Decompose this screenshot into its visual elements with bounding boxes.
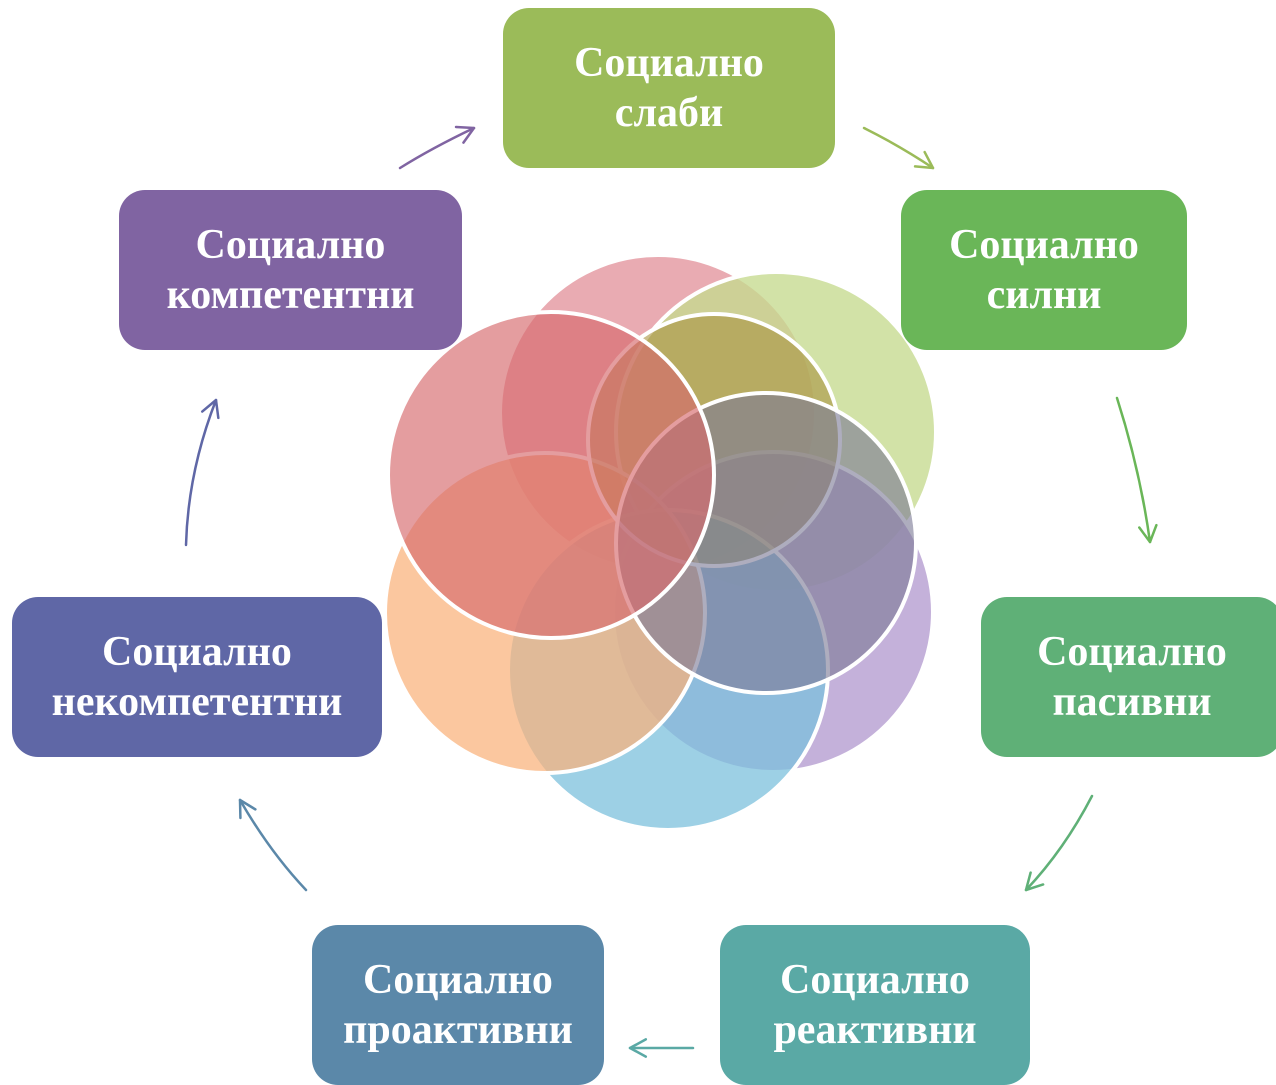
node-socialno-kompetentni: Социално компетентни bbox=[119, 190, 462, 350]
node-label-line1: Социално bbox=[949, 222, 1139, 268]
arrowhead-icon bbox=[913, 150, 935, 170]
overlapping-circles bbox=[383, 253, 938, 832]
arrowhead-icon bbox=[454, 125, 476, 144]
node-socialno-proaktivni: Социално проактивни bbox=[312, 925, 604, 1085]
arrow-nekompetentni-to-kompetentni bbox=[184, 398, 218, 547]
arrowhead-icon bbox=[1024, 871, 1045, 892]
node-label-line1: Социално bbox=[1037, 629, 1227, 675]
node-label-line1: Социално bbox=[574, 40, 764, 86]
node-label-line2: пасивни bbox=[1052, 679, 1212, 725]
node-label-line2: проактивни bbox=[343, 1007, 573, 1053]
node-socialno-pasivni: Социално пасивни bbox=[981, 597, 1276, 757]
arrow-pasivni-to-reaktivni bbox=[1024, 794, 1094, 892]
arrow-silni-to-pasivni bbox=[1115, 396, 1152, 544]
node-label-line2: некомпетентни bbox=[51, 679, 343, 725]
cycle-arrows bbox=[184, 125, 1158, 1058]
circle-red-left bbox=[386, 310, 716, 640]
node-label-line2: реактивни bbox=[773, 1007, 977, 1053]
node-label-line2: силни bbox=[986, 272, 1102, 318]
node-socialno-nekompetentni: Социално некомпетентни bbox=[12, 597, 382, 757]
node-label-line1: Социално bbox=[195, 222, 386, 268]
node-socialno-silni: Социално силни bbox=[901, 190, 1187, 350]
arrowhead-icon bbox=[238, 798, 257, 820]
node-label-line1: Социално bbox=[363, 957, 553, 1003]
node-label-line2: слаби bbox=[614, 90, 724, 136]
arrow-kompetentni-to-slabi bbox=[398, 126, 476, 170]
node-label-line1: Социално bbox=[102, 629, 292, 675]
node-socialno-slabi: Социално слаби bbox=[503, 8, 835, 168]
arrow-slabi-to-silni bbox=[862, 126, 935, 170]
arrowhead-icon bbox=[1138, 523, 1158, 544]
node-label-line1: Социално bbox=[780, 957, 970, 1003]
arrow-proaktivni-to-nekompetentni bbox=[238, 798, 308, 892]
node-label-line2: компетентни bbox=[166, 272, 415, 318]
node-socialno-reaktivni: Социално реактивни bbox=[720, 925, 1030, 1085]
arrowhead-icon bbox=[628, 1038, 648, 1058]
arrowhead-icon bbox=[200, 398, 220, 420]
